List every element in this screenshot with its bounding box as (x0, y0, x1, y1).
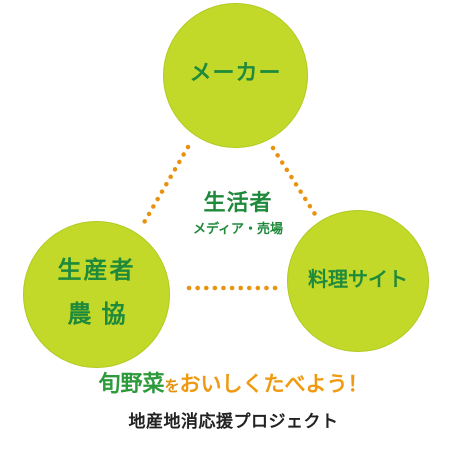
tagline-seasonal-vegetables: 旬野菜 (98, 372, 165, 397)
project-subtitle: 地産地消応援プロジェクト (128, 412, 339, 432)
recipe-site-node (287, 210, 429, 352)
maker-node (163, 3, 308, 148)
connector-maker-producer (139, 144, 191, 229)
recipe-site-label: 料理サイト (308, 267, 408, 291)
tagline-particle: を (164, 377, 180, 395)
producer-label: 生産者 (57, 256, 136, 284)
consumer-label: 生活者 (203, 191, 273, 216)
producer-node (23, 221, 170, 368)
tagline: 旬野菜をおいしくたべよう！ (0, 374, 467, 396)
maker-label: メーカー (189, 61, 282, 86)
tagline-eat-deliciously: おいしくたべよう！ (179, 372, 369, 396)
media-store-label: メディア・売場 (192, 222, 284, 237)
agricultural-coop-label: 農協 (67, 300, 136, 328)
connector-maker-recipe (270, 145, 321, 222)
